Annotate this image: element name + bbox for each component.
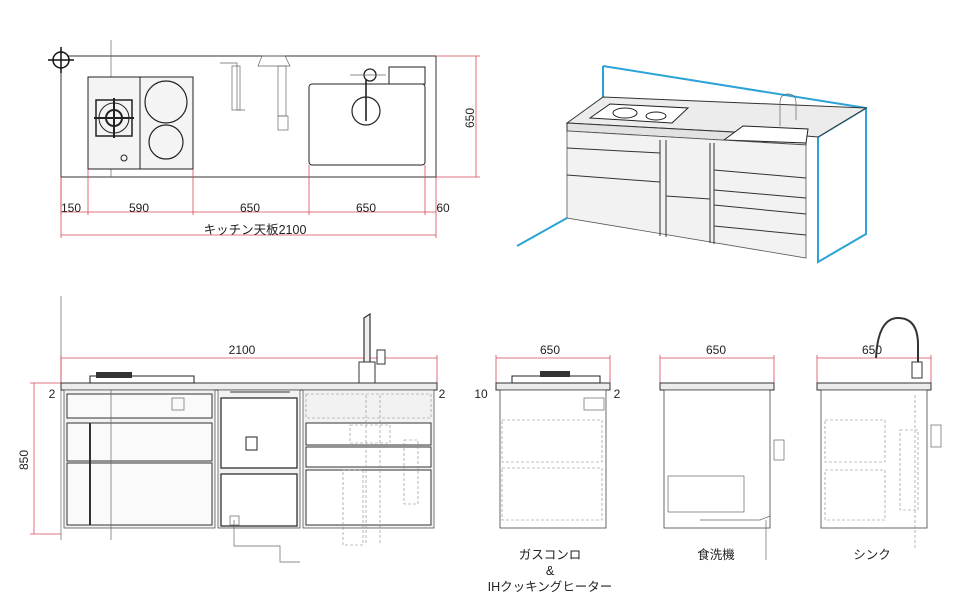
side1-offset-left: 10 xyxy=(474,387,488,401)
plan-total-label: キッチン天板2100 xyxy=(204,223,307,237)
side1-width-label: 650 xyxy=(540,343,560,357)
front-right-gap: 2 xyxy=(439,387,446,401)
origin-crosshair-icon xyxy=(48,47,74,73)
plan-seg-1: 150 xyxy=(61,201,81,215)
side-view-cooktop: 650 10 2 ガスコンロ & IHクッキングヒーター xyxy=(474,343,620,594)
plan-seg-2: 590 xyxy=(129,201,149,215)
side-view-sink: 650 シンク xyxy=(816,316,942,562)
plan-seg-3: 650 xyxy=(240,201,260,215)
faucet-front xyxy=(358,312,386,384)
faucet-parts-plan xyxy=(220,55,291,131)
plan-seg-4: 650 xyxy=(356,201,376,215)
side2-caption-1: 食洗機 xyxy=(697,547,735,562)
gas-burner-plan xyxy=(87,76,141,170)
plan-countertop xyxy=(60,55,437,178)
wall-outline xyxy=(516,65,867,264)
front-height-label: 850 xyxy=(17,450,31,470)
front-view: 2100 850 2 2 xyxy=(17,296,446,563)
front-left-gap: 2 xyxy=(49,387,56,401)
plan-depth-label: 650 xyxy=(463,108,477,128)
plan-seg-5: 60 xyxy=(436,201,450,215)
sink-pipes xyxy=(342,395,419,546)
front-width-label: 2100 xyxy=(229,343,256,357)
side1-offset-right: 2 xyxy=(614,387,621,401)
plan-view: 150 590 650 650 60 キッチン天板2100 650 xyxy=(48,40,480,238)
side3-width-label: 650 xyxy=(862,343,882,357)
ih-heater-plan xyxy=(139,76,194,170)
side1-caption-1: ガスコンロ xyxy=(519,548,582,562)
side1-caption-3: IHクッキングヒーター xyxy=(488,580,613,594)
sink-plan xyxy=(308,66,426,166)
perspective-view xyxy=(516,65,868,264)
side2-width-label: 650 xyxy=(706,343,726,357)
side1-caption-2: & xyxy=(546,564,555,578)
side3-caption-1: シンク xyxy=(853,548,891,562)
side-view-dishwasher: 650 食洗機 xyxy=(659,343,785,562)
